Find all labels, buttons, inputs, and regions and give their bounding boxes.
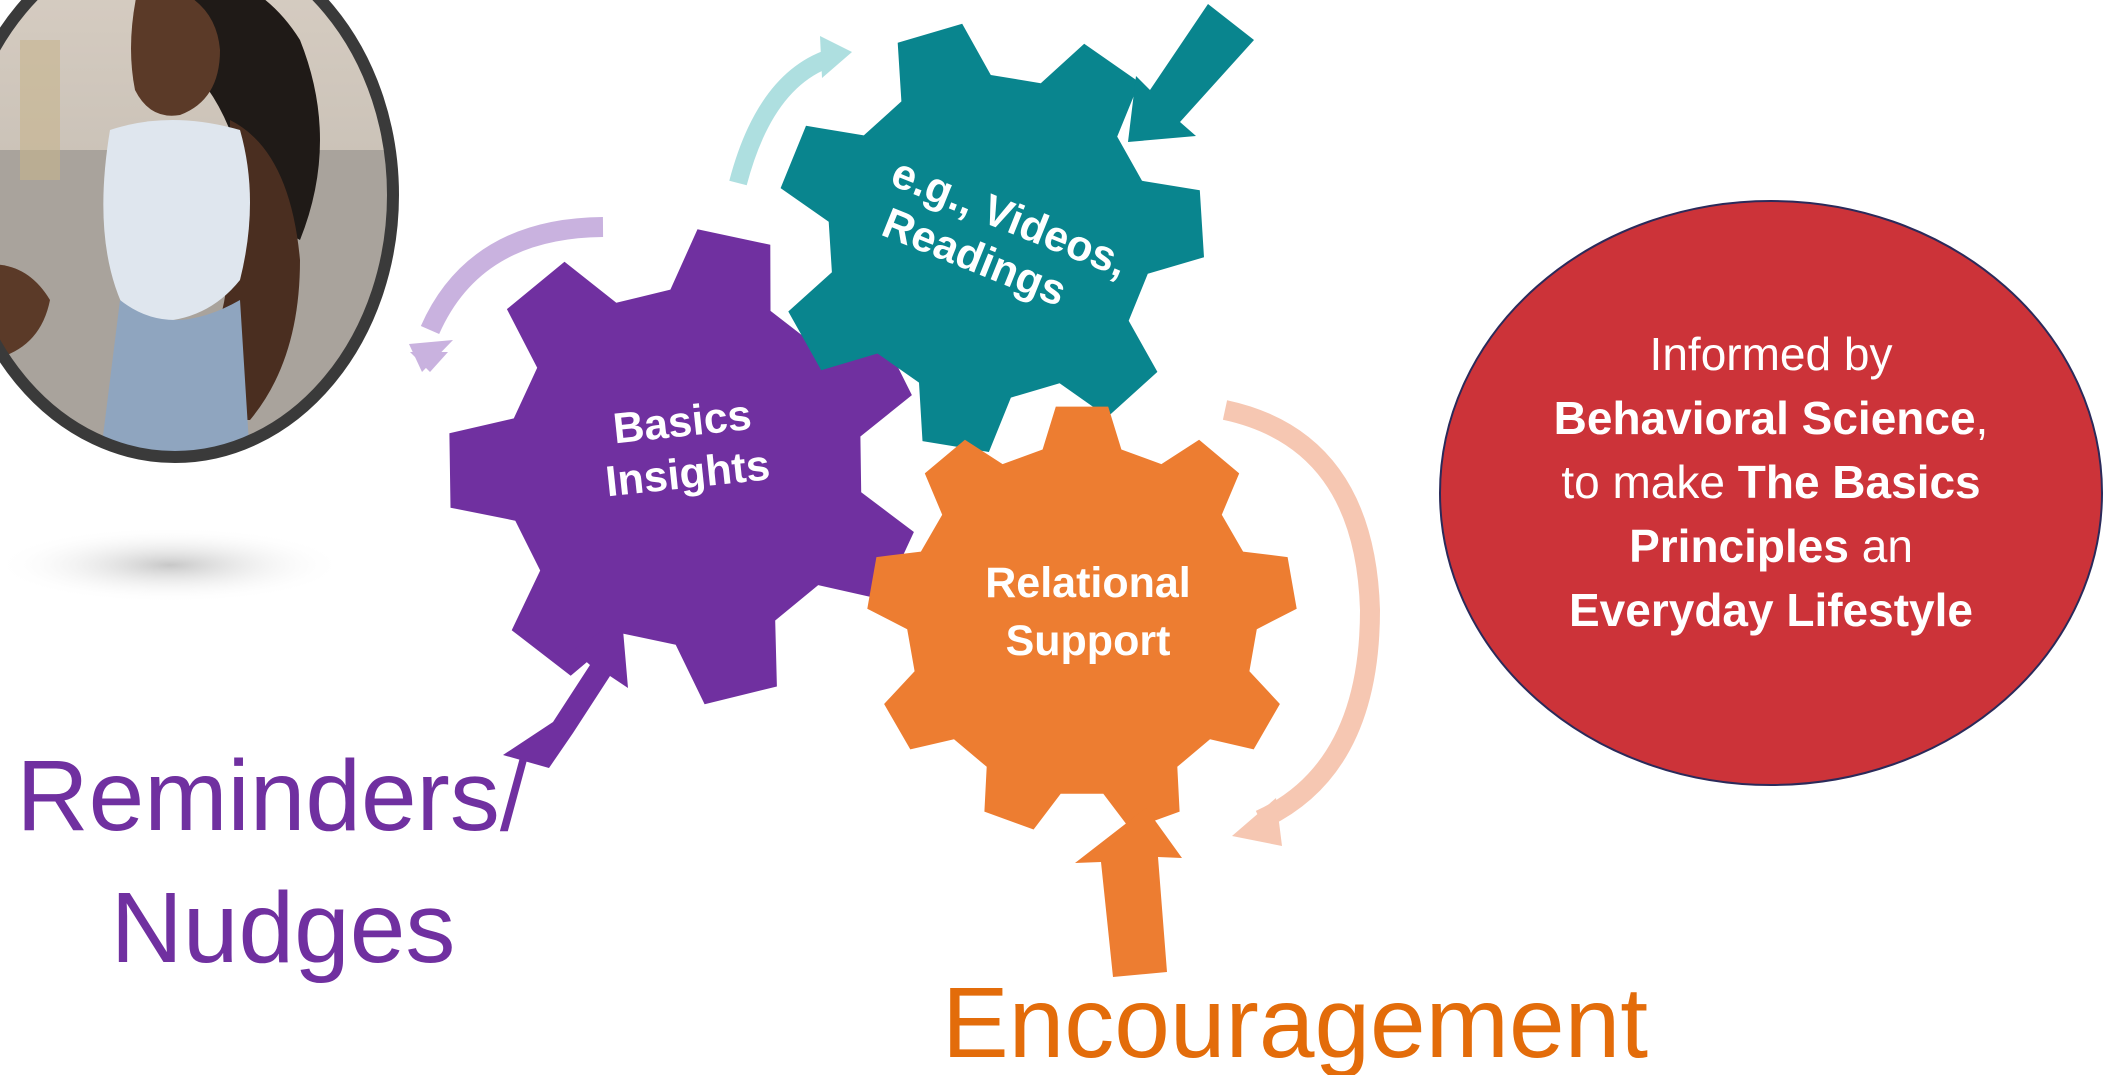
callout-text: Informed by Behavioral Science, to make … xyxy=(1460,322,2082,642)
teal-cycle-arc xyxy=(729,49,834,186)
callout-line3: to make The Basics xyxy=(1460,450,2082,514)
gear-purple-shape xyxy=(449,229,914,705)
photo-group xyxy=(0,0,399,603)
orange-input-arrow xyxy=(1075,808,1182,977)
teal-gear xyxy=(780,23,1204,453)
purple-gear xyxy=(449,229,914,705)
callout-line5-bold: Everyday Lifestyle xyxy=(1568,584,1973,636)
orange-cycle-arc xyxy=(1222,400,1381,830)
gear-teal-shape xyxy=(780,23,1204,453)
callout-line5: Everyday Lifestyle xyxy=(1460,578,2082,642)
callout-line4-bold: Principles xyxy=(1629,520,1849,572)
orange-gear xyxy=(867,406,1297,830)
input-arrows xyxy=(503,4,1254,977)
callout-line4-rest: an xyxy=(1848,520,1913,572)
photo-frame xyxy=(0,0,399,463)
reminders-label-line1: Reminders/ xyxy=(16,740,527,852)
gear-orange-shape xyxy=(867,406,1297,830)
callout-line1: Informed by xyxy=(1649,328,1893,380)
callout-line2-rest: , xyxy=(1975,392,1989,444)
callout-line2: Behavioral Science, xyxy=(1460,386,2082,450)
callout-line4: Principles an xyxy=(1460,514,2082,578)
purple-cycle-arrowhead xyxy=(409,340,453,372)
callout-line2-bold: Behavioral Science xyxy=(1553,392,1976,444)
orange-gear-line1: Relational xyxy=(985,559,1191,607)
callout-line3-pre: to make xyxy=(1561,456,1738,508)
orange-cycle-arrowhead xyxy=(1232,798,1282,846)
callout-circle xyxy=(1439,200,2103,786)
purple-cycle-arc xyxy=(420,217,604,335)
photo-image xyxy=(0,0,393,457)
encouragement-label: Encouragement xyxy=(942,967,1648,1075)
callout-line3-bold: The Basics xyxy=(1737,456,1981,508)
teal-cycle-arrowhead xyxy=(820,36,852,78)
reminders-label-line2: Nudges xyxy=(111,872,456,984)
photo-shadow xyxy=(0,527,345,603)
orange-gear-line2: Support xyxy=(1006,617,1171,665)
orange-gear-label: Relational Support xyxy=(985,559,1191,665)
purple-input-arrow xyxy=(503,618,628,768)
cycle-arrows xyxy=(409,36,1381,846)
teal-input-arrow xyxy=(1128,4,1254,142)
